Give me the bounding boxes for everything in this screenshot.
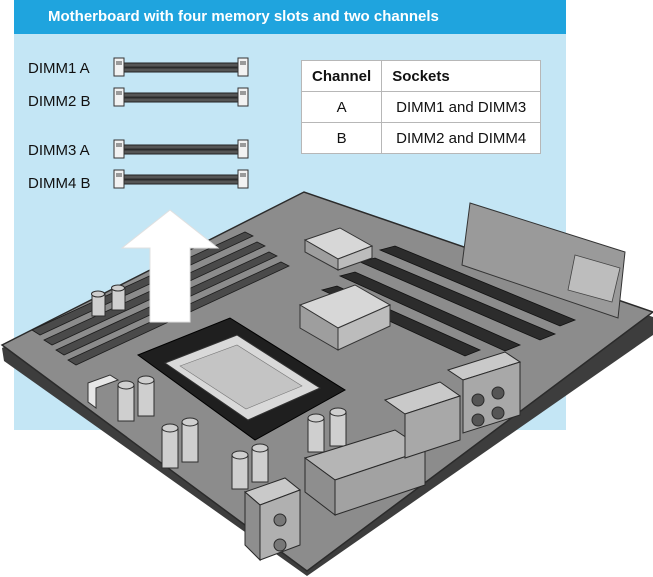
memory-slot-icon	[113, 139, 249, 159]
channel-table: Channel Sockets A DIMM1 and DIMM3 B DIMM…	[300, 60, 542, 154]
dimm4-label: DIMM4 B	[28, 175, 91, 192]
rear-io-ports	[244, 351, 522, 562]
channel-a-cell: A	[300, 91, 383, 123]
dimm2-label: DIMM2 B	[28, 93, 91, 110]
up-arrow	[120, 209, 220, 323]
channel-header: Channel	[300, 60, 383, 92]
channel-a-sockets-cell: DIMM1 and DIMM3	[381, 91, 542, 123]
memory-slot-icon	[113, 169, 249, 189]
table-row: B DIMM2 and DIMM4	[300, 122, 542, 154]
expansion-slots	[320, 245, 577, 357]
channel-table-header-row: Channel Sockets	[300, 60, 542, 92]
channel-b-sockets-cell: DIMM2 and DIMM4	[381, 122, 542, 154]
diagram-title: Motherboard with four memory slots and t…	[48, 8, 439, 25]
channel-b-cell: B	[300, 122, 383, 154]
memory-slot-icon	[113, 87, 249, 107]
dimm3-label: DIMM3 A	[28, 142, 90, 159]
capacitors	[91, 284, 347, 490]
chipset-heatsink	[303, 227, 374, 271]
table-row: A DIMM1 and DIMM3	[300, 91, 542, 123]
memory-slot-legend	[113, 57, 249, 189]
sockets-header: Sockets	[381, 60, 542, 92]
memory-slot-icon	[113, 57, 249, 77]
dimm1-label: DIMM1 A	[28, 60, 90, 77]
title-bar: Motherboard with four memory slots and t…	[14, 0, 566, 34]
heatsink	[298, 284, 392, 351]
power-connector	[87, 374, 120, 409]
